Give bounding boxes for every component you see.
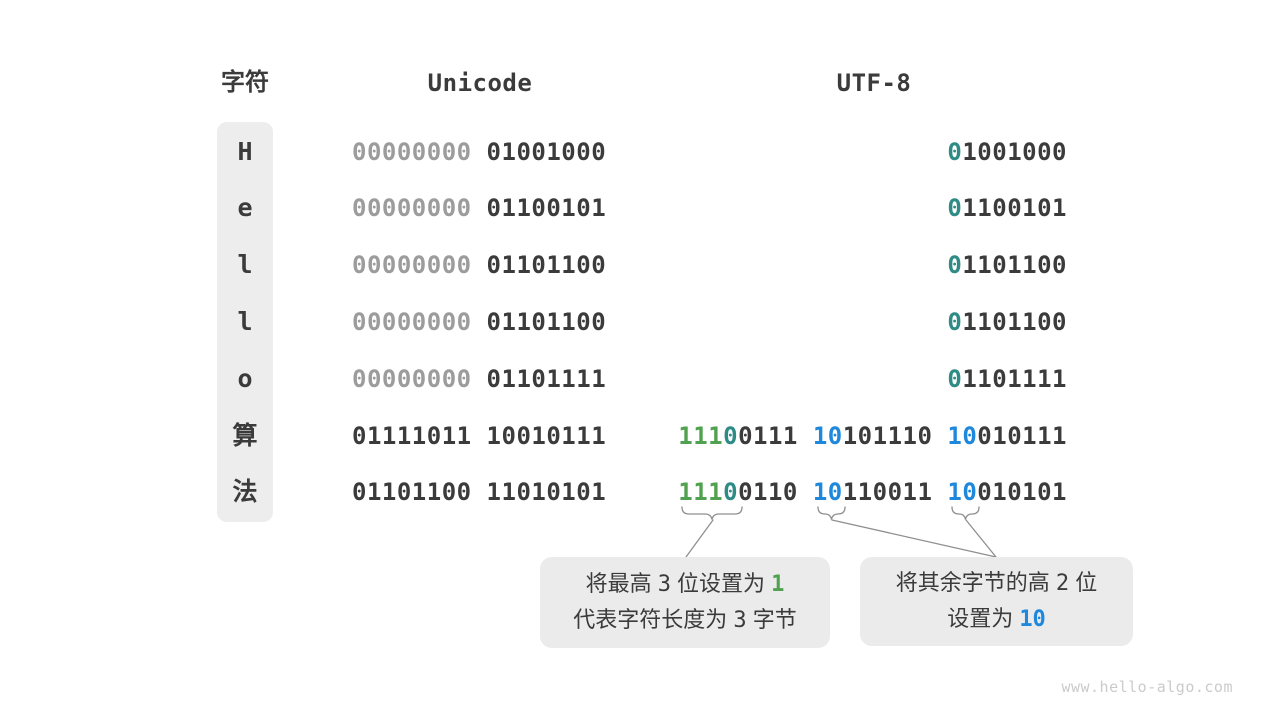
callout-text-segment: 1 xyxy=(771,572,785,597)
unicode-bits: 00000000 01100101 xyxy=(352,191,606,225)
callout-text-segment: 3 xyxy=(733,608,747,633)
unicode-bits: 00000000 01101100 xyxy=(352,305,606,339)
unicode-bit-segment: 01111011 xyxy=(352,421,487,450)
utf8-byte-segment: 10 xyxy=(812,478,843,507)
char-label: e xyxy=(237,193,253,223)
char-label: 算 xyxy=(232,420,258,450)
utf8-byte-segment: 0 xyxy=(723,478,739,507)
utf8-byte-segment: 101110 xyxy=(842,421,933,450)
callout-text-segment: 字节 xyxy=(746,607,797,632)
utf8-byte-segment: 0 xyxy=(947,251,963,280)
utf8-byte-segment: 111 xyxy=(678,478,724,507)
callout-text-segment: 2 xyxy=(1055,571,1070,596)
utf8-byte-segment: 110011 xyxy=(842,478,933,507)
callout-text-segment: 将最高 xyxy=(585,571,658,596)
unicode-bit-segment: 00000000 xyxy=(352,364,487,393)
unicode-bits: 01101100 11010101 xyxy=(352,475,606,509)
char-label: l xyxy=(237,250,253,280)
unicode-bit-segment: 01101100 xyxy=(486,307,607,336)
callout-text-line: 代表字符长度为 3 字节 xyxy=(540,602,830,638)
callout-continuation-byte-rule: 将其余字节的高 2 位设置为 10 xyxy=(860,557,1133,646)
utf8-byte-segment: 010111 xyxy=(977,421,1067,450)
utf8-byte-segment: 0110 xyxy=(738,478,798,507)
utf8-bits: 01001000 xyxy=(947,135,1067,169)
utf8-byte-segment: 010101 xyxy=(977,478,1067,507)
unicode-bits: 00000000 01101111 xyxy=(352,362,606,396)
unicode-bit-segment: 01001000 xyxy=(486,137,607,166)
char-label: 法 xyxy=(232,477,258,507)
utf8-byte-segment: 0111 xyxy=(738,421,798,450)
utf8-bits: 11100110 10110011 10010101 xyxy=(678,475,1067,509)
utf8-byte-segment: 0 xyxy=(947,364,963,393)
column-header-unicode: Unicode xyxy=(427,69,533,97)
unicode-bit-segment: 00000000 xyxy=(352,194,487,223)
callout-text-segment: 位 xyxy=(1069,570,1098,595)
utf8-byte-segment: 111 xyxy=(678,421,724,450)
unicode-bits: 01111011 10010111 xyxy=(352,419,606,453)
unicode-bit-segment: 11010101 xyxy=(486,478,607,507)
unicode-bit-segment: 00000000 xyxy=(352,307,487,336)
utf8-byte-segment: 1101100 xyxy=(962,251,1067,280)
utf8-bits: 01101100 xyxy=(947,305,1067,339)
column-header-char: 字符 xyxy=(221,69,269,96)
utf8-byte-segment: 0 xyxy=(723,421,739,450)
callout-text-line: 将最高 3 位设置为 1 xyxy=(540,566,830,602)
unicode-bit-segment: 10010111 xyxy=(486,421,607,450)
char-column-background xyxy=(217,122,273,522)
utf8-byte-segment: 10 xyxy=(947,478,978,507)
unicode-bits: 00000000 01101100 xyxy=(352,248,606,282)
column-header-utf8: UTF-8 xyxy=(836,69,912,97)
unicode-bit-segment: 01101100 xyxy=(352,478,487,507)
char-label: H xyxy=(237,136,253,166)
callout-text-segment: 代表字符长度为 xyxy=(573,607,734,632)
connector-line-leading xyxy=(685,519,714,558)
unicode-bit-segment: 00000000 xyxy=(352,137,487,166)
unicode-bit-segment: 01101100 xyxy=(486,251,607,280)
callout-text-segment: 位设置为 xyxy=(670,571,772,596)
watermark: www.hello-algo.com xyxy=(1061,678,1233,696)
connector-line-byte2 xyxy=(831,519,997,558)
char-label: l xyxy=(237,306,253,336)
callout-text-segment: 3 xyxy=(657,572,671,597)
utf8-byte-segment: 1100101 xyxy=(962,194,1067,223)
utf8-byte-segment: 1101100 xyxy=(962,307,1067,336)
unicode-bit-segment: 01100101 xyxy=(486,194,607,223)
callout-text-line: 将其余字节的高 2 位 xyxy=(860,565,1133,601)
unicode-bit-segment: 00000000 xyxy=(352,251,487,280)
utf8-bits: 01101100 xyxy=(947,248,1067,282)
utf8-byte-segment: 10 xyxy=(812,421,843,450)
char-label: o xyxy=(237,363,253,393)
utf8-byte-segment: 0 xyxy=(947,307,963,336)
callout-text-segment: 将其余字节的高 xyxy=(895,570,1056,595)
unicode-bit-segment: 01101111 xyxy=(486,364,607,393)
utf8-byte-segment: 10 xyxy=(947,421,978,450)
callout-text-line: 设置为 10 xyxy=(860,601,1133,637)
connector-line-byte3 xyxy=(965,519,997,558)
callout-text-segment: 10 xyxy=(1019,607,1046,632)
utf8-bits: 11100111 10101110 10010111 xyxy=(678,419,1067,453)
unicode-bits: 00000000 01001000 xyxy=(352,135,606,169)
utf8-byte-segment: 0 xyxy=(947,137,963,166)
utf8-byte-segment: 1001000 xyxy=(962,137,1067,166)
utf8-byte-segment: 0 xyxy=(947,194,963,223)
utf8-bits: 01101111 xyxy=(947,362,1067,396)
callout-text-segment: 设置为 xyxy=(947,606,1020,631)
utf8-byte-segment: 1101111 xyxy=(962,364,1067,393)
utf8-bits: 01100101 xyxy=(947,191,1067,225)
